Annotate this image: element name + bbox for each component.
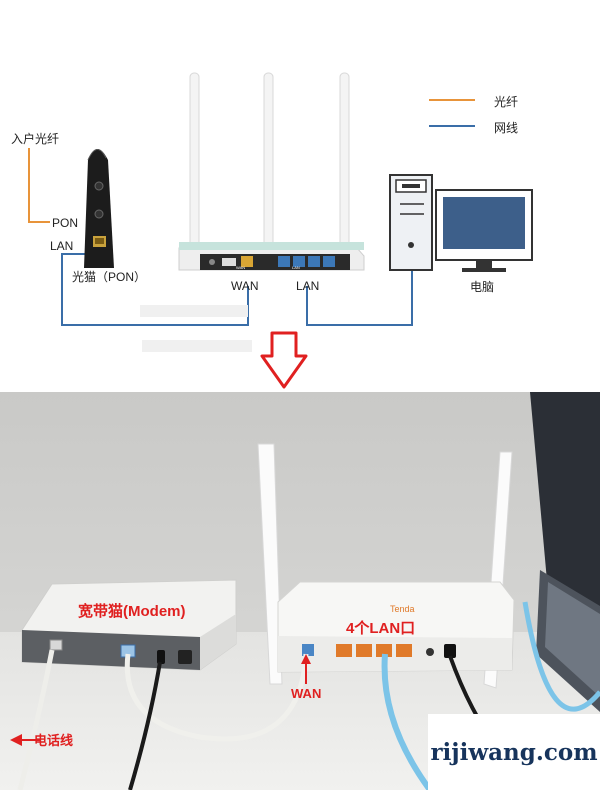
router-lan-label: LAN: [296, 279, 320, 293]
computer-label: 电脑: [470, 280, 495, 294]
pon-port-label: PON: [52, 216, 79, 230]
modem-wan-cable: [124, 653, 309, 742]
modem-device: [21, 579, 237, 671]
router-wan-label: WAN: [231, 279, 259, 293]
connection-photo: Tenda 宽带猫(Modem) 4个LAN口 WAN 电话线 rijiwang…: [0, 392, 600, 790]
connection-diagram: 光纤 网线 入户光纤 PON LAN 光猫（PON） WAN LAN 电脑 WA…: [0, 0, 600, 392]
lan-cable-blue: [381, 653, 433, 790]
wan-label: WAN: [291, 686, 322, 701]
optical-modem-label: 光猫（PON）: [72, 270, 147, 284]
incoming-fiber-label: 入户光纤: [11, 132, 60, 146]
router-panel-wan: WAN: [236, 265, 246, 270]
optical-modem-device: [84, 149, 114, 268]
computer-device: [389, 174, 533, 272]
phone-line-label: 电话线: [34, 733, 74, 748]
watermark: rijiwang.com: [428, 714, 600, 790]
down-arrow-icon: [260, 331, 308, 389]
router-panel-lan: LAN: [292, 265, 300, 270]
router-to-pc-cable: [306, 270, 413, 326]
router-device: [178, 72, 365, 271]
watermark-text: rijiwang.com: [430, 738, 598, 766]
legend-fiber-label: 光纤: [494, 95, 519, 109]
router-photo-device: Tenda: [257, 443, 515, 689]
phone-cable: [17, 649, 55, 790]
modem-lan-label: LAN: [50, 239, 74, 253]
photo-canvas: Tenda: [0, 392, 600, 790]
laptop: [530, 392, 600, 712]
power-cable-modem: [128, 661, 162, 790]
router-brand-text: Tenda: [390, 604, 415, 614]
legend-network-label: 网线: [494, 121, 519, 135]
fiber-cable: [28, 148, 50, 223]
lan-ports-label: 4个LAN口: [346, 620, 416, 637]
modem-label: 宽带猫(Modem): [78, 603, 186, 620]
laptop-cable-blue: [522, 601, 600, 712]
diagram-canvas: [28, 72, 533, 389]
